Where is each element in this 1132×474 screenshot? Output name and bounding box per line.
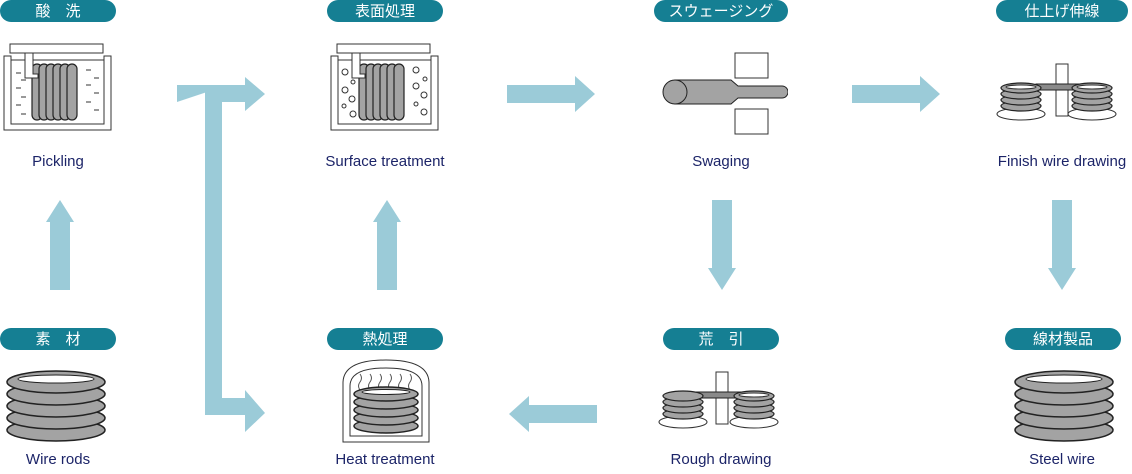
arrow-up-heat-to-surface <box>373 200 401 290</box>
step-label-heat: Heat treatment <box>335 451 435 468</box>
drawing-machine-icon <box>996 63 1117 121</box>
step-pill-steel: 線材製品 <box>1005 328 1121 350</box>
step-label-rough: Rough drawing <box>670 451 772 468</box>
furnace-icon <box>342 359 430 443</box>
step-label-surface: Surface treatment <box>325 153 445 170</box>
step-label-rods: Wire rods <box>25 451 91 468</box>
step-label-steel: Steel wire <box>1029 451 1095 468</box>
arrow-rough-to-heat <box>509 396 597 432</box>
step-label-swaging: Swaging <box>692 153 750 170</box>
surface-bath-icon <box>330 43 439 131</box>
step-pill-swaging: スウェージング <box>654 0 788 22</box>
step-pill-heat: 熱処理 <box>327 328 443 350</box>
arrow-down-finish-to-steel <box>1048 200 1076 290</box>
arrow-pickling-to-surface <box>177 77 265 111</box>
step-pill-rods: 素 材 <box>0 328 116 350</box>
arrow-surface-to-swaging <box>507 76 595 112</box>
wire-coil-icon <box>6 370 106 442</box>
arrow-to-heat <box>205 390 265 432</box>
pickling-bath-icon <box>3 43 112 131</box>
step-label-finish: Finish wire drawing <box>997 153 1127 170</box>
wire-coil-icon-steel <box>1014 370 1114 442</box>
drawing-machine-icon-rough <box>658 371 779 429</box>
step-label-pickling: Pickling <box>32 153 84 170</box>
step-pill-rough: 荒 引 <box>663 328 779 350</box>
arrow-down-swaging-to-rough <box>708 200 736 290</box>
swaging-icon <box>662 52 788 135</box>
step-pill-surface: 表面処理 <box>327 0 443 22</box>
step-pill-pickling: 酸 洗 <box>0 0 116 22</box>
arrow-up-rods-to-pickling <box>46 200 74 290</box>
step-pill-finish: 仕上げ伸線 <box>996 0 1128 22</box>
connector-vertical <box>205 85 222 415</box>
arrow-swaging-to-finish <box>852 76 940 112</box>
